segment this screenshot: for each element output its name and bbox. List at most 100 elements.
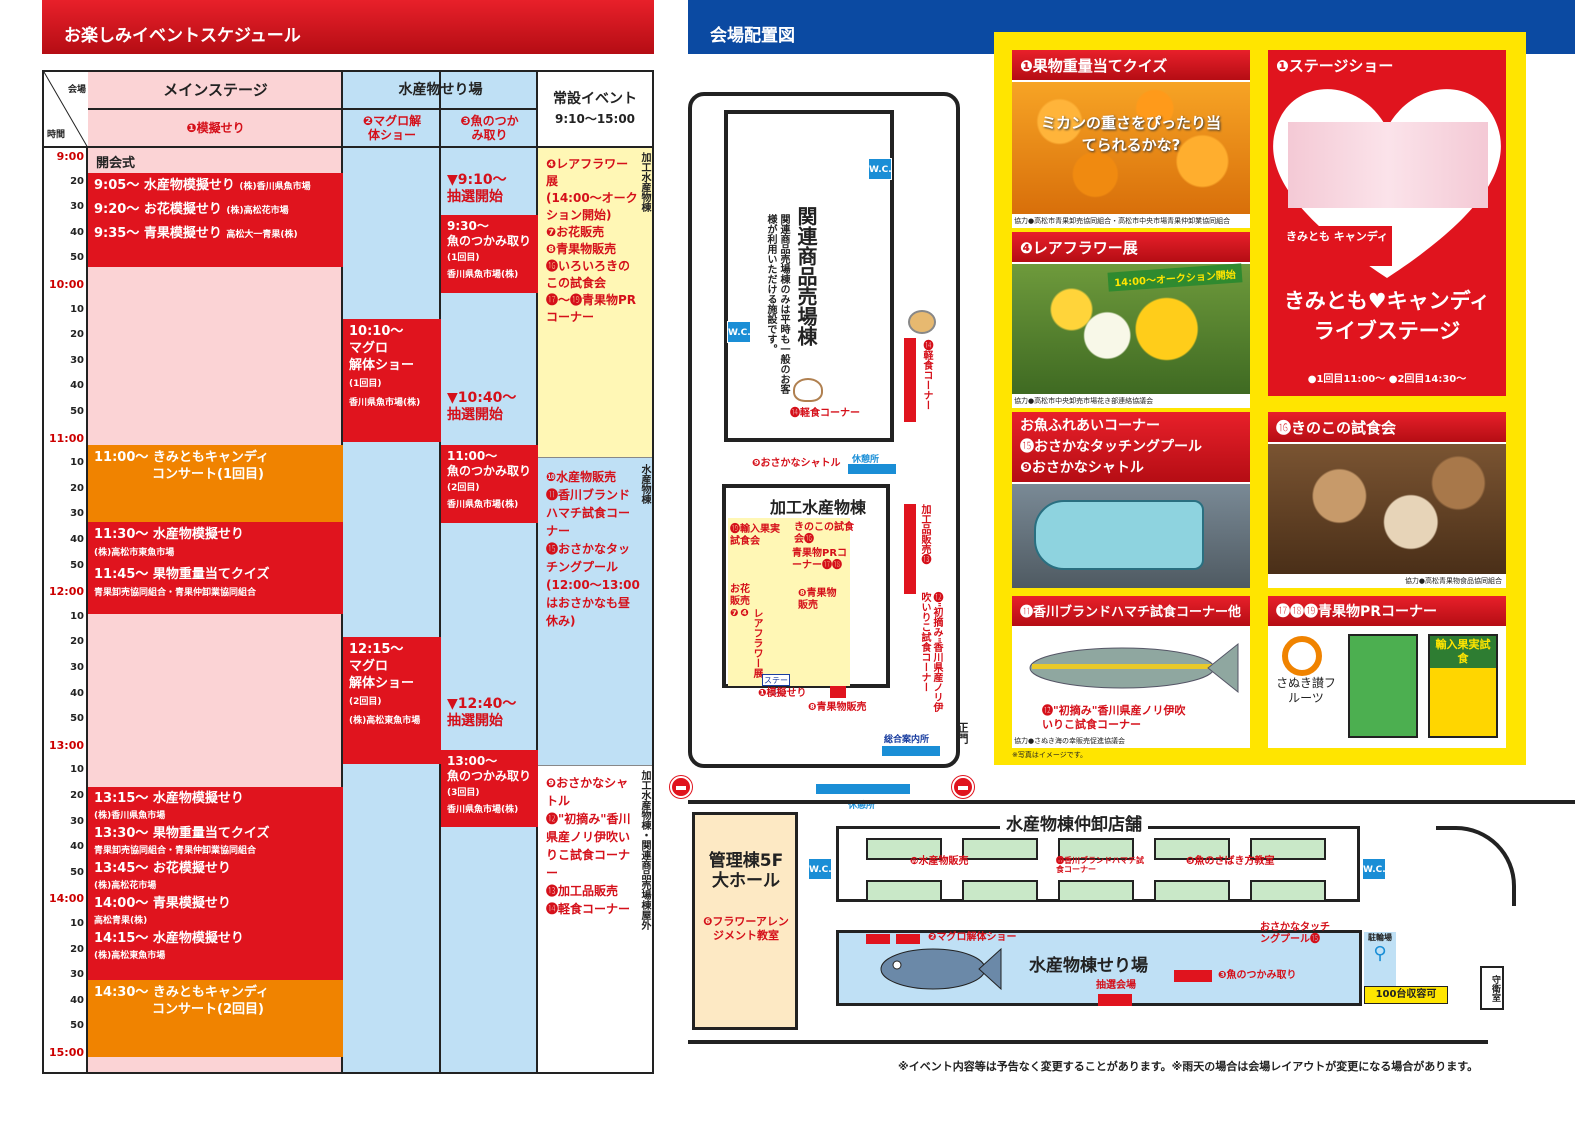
m7-text: 13:15〜 水産物模擬せり [94,791,244,806]
main-gate-label: 正門 [956,722,969,744]
time-tick: 40 [70,534,84,545]
lottery-label: 抽選会場 [1096,980,1136,991]
fruit-quiz-credit: 協力●高松市青果卸売協同組合・高松市中央市場青果仲卸業協同組合 [1014,217,1231,225]
t1d: (1回目) [349,379,382,389]
tuna-show-2: 12:15〜マグロ解体ショー (2回目)(株)高松東魚市場 [343,637,441,764]
permanent-outdoor-label: 加工水産物棟・関連商品売場棟屋外 [639,770,650,930]
time-tick: 10 [70,918,84,929]
m5-sub: (株)高松市東魚市場 [94,548,175,558]
produce-sales-label: ❽青果物販売 [808,702,867,713]
touch-pool-label: おさかなタッチングプール⓯ [1260,922,1330,945]
time-tick: 30 [70,354,84,366]
m6-text: 11:45〜 果物重量当てクイズ [94,567,270,582]
permanent-processed: ❹レアフラワー展 (14:00〜オークション開始) ❼お花販売 ❽青果物販売 ⓰… [538,148,652,458]
time-tick: 40 [70,226,84,238]
fruit-swirl-icon [1282,636,1322,676]
yellowtail-fish-icon [1029,642,1239,694]
corner-cell: 会場 時間 [44,72,88,148]
t2c: 解体ショー [349,676,415,691]
c3b: 魚のつかみ取り [447,464,532,478]
produce-stall [830,686,846,698]
time-tick: 40 [70,841,84,853]
fish-stall-icon [1058,880,1134,902]
m1-sub: (株)香川県魚市場 [239,182,311,192]
related-building-label: 関連商品売場棟 [794,206,818,346]
tuna-fish-icon [880,947,1002,991]
stage-box: ステージ [762,674,790,696]
hamachi-photo: ⓬"初摘み"香川県産ノリ伊吹いりこ試食コーナー 協力●さぬき海の幸販売促進協議会 [1012,628,1250,748]
hamachi-credit: 協力●さぬき海の幸販売促進協議会 [1014,737,1125,745]
processed-sales-label: 加工品販売⓭ [919,504,930,564]
sanuki-fruit-logo: さぬき讃フルーツ [1276,676,1336,705]
t2e: (株)高松東魚市場 [349,716,421,726]
c3a: 11:00〜 [447,449,498,463]
time-tick: 30 [70,815,84,827]
live-stage-title: きみとも♥キャンディライブステージ [1283,289,1491,343]
m6-sub: 青果卸売協同組合・青果仲卸業協同組合 [94,588,257,598]
admin-building-label: 管理棟5F大ホール [708,851,784,891]
image-note: ※写真はイメージです。 [1012,751,1088,759]
rare-flower-credit: 協力●高松市中央卸売市場花き部連絡協議会 [1014,397,1154,405]
m11-text: 14:15〜 水産物模擬せり [94,931,244,946]
panel-hamachi: ⓫香川ブランドハマチ試食コーナー他 ⓬"初摘み"香川県産ノリ伊吹いりこ試食コーナ… [1012,596,1250,748]
t2a: 12:15〜 [349,642,404,657]
time-tick: 50 [70,406,84,417]
admin-building: 管理棟5F大ホール ❻フラワーアレンジメント教室 [692,812,798,1030]
coffee-cup-icon [793,378,823,402]
nori-tasting-caption: ⓬"初摘み"香川県産ノリ伊吹いりこ試食コーナー [1042,704,1186,731]
produce-pr-content: さぬき讃フルーツ 輸入果実試食 [1268,628,1506,748]
fish-stall-icon [1154,880,1230,902]
permanent-time: 9:10〜15:00 [554,112,636,126]
hamachi-label: ⓫香川ブランドハマチ試食コーナー [1056,856,1144,874]
fish-catch-2: 11:00〜魚のつかみ取り(2回目)香川県魚市場(株) [441,445,538,523]
tuna-show-1: 10:10〜マグロ解体ショー (1回目)香川県魚市場(株) [343,319,441,442]
m3-sub: 高松大一青果(株) [226,230,298,240]
schedule-header: お楽しみイベントスケジュール [42,0,654,54]
time-column [44,72,88,1072]
no-entry-icon [670,776,692,798]
catch-stall [1174,970,1212,982]
time-tick: 50 [70,713,84,725]
c1b: 魚のつかみ取り [447,234,532,248]
wc-icon: W.C. [1362,858,1386,880]
m2-sub: (株)高松花市場 [226,206,289,216]
m9-text: 13:45〜 お花模擬せり [94,861,231,876]
m5-text: 11:30〜 水産物模擬せり [94,527,244,542]
permanent-outdoor: ❾おさかなシャトル ⓬"初摘み"香川県産ノリ伊吹いりこ試食コーナー ⓭加工品販売… [538,766,652,1072]
c1c: (1回目) [447,253,480,263]
live-stage-times: ●1回目11:00〜 ●2回目14:30〜 [1307,374,1467,385]
rest-area-2 [816,784,910,794]
permanent-processed-label: 加工水産物棟 [639,152,650,212]
time-tick: 15:00 [48,1046,84,1059]
lottery-2: ▼10:40〜抽選開始 [447,390,537,424]
flowers-photo: 14:00〜オークション開始 [1012,263,1250,394]
info-center-label: 総合案内所 [884,735,930,745]
light-meal-stall [904,338,916,422]
m1-text: 9:05〜 水産物模擬せり [94,178,235,193]
tuna-column [343,72,441,1072]
rest-area-1 [848,464,896,474]
idol-group-photo [1288,122,1488,208]
time-tick: 20 [70,175,84,187]
panel-hamachi-title: ⓫香川ブランドハマチ試食コーナー他 [1012,596,1250,626]
fish-stall-icon [962,838,1038,860]
footer-note: ※イベント内容等は予告なく変更することがあります。※雨天の場合は会場レイアウトが… [898,1060,1479,1073]
fish-catch-3: 13:00〜魚のつかみ取り(3回目)香川県魚市場(株) [441,750,538,827]
schedule-table: 会場 時間 メインステージ ❶模擬せり 水産物せり場 ❷マグロ解体ショー ❸魚の… [42,70,654,1074]
c5b: 魚のつかみ取り [447,769,532,783]
lottery-3: ▼12:40〜抽選開始 [447,696,537,730]
time-tick: 10 [70,610,84,622]
time-tick: 30 [70,201,84,213]
m8-sub: 青果卸売協同組合・青果仲卸業協同組合 [94,846,257,856]
mushroom-label: きのこの試食会⓰ [794,522,854,545]
c5c: (3回目) [447,788,480,798]
food-plate-icon [908,310,936,334]
lottery-1: ▼9:10〜抽選開始 [447,172,537,206]
related-building-note: 関連商品売場棟のみは平時も一般のお客様が利用いただける施設です。 [765,214,789,394]
main-stage-subheader: ❶模擬せり [88,110,343,148]
auction-building-label: 水産物棟せり場 [1029,956,1148,976]
processed-building: 加工水産物棟 ⓳輸入果実試食会 きのこの試食会⓰ 青果物PRコーナー⓱⓲ お花販… [722,484,890,696]
panel-stage-show-title: ❶ステージショー [1276,57,1394,75]
wc-icon: W.C. [868,158,892,180]
touch-pool-heading: ⓯おさかなタッチングプール [1020,439,1202,455]
